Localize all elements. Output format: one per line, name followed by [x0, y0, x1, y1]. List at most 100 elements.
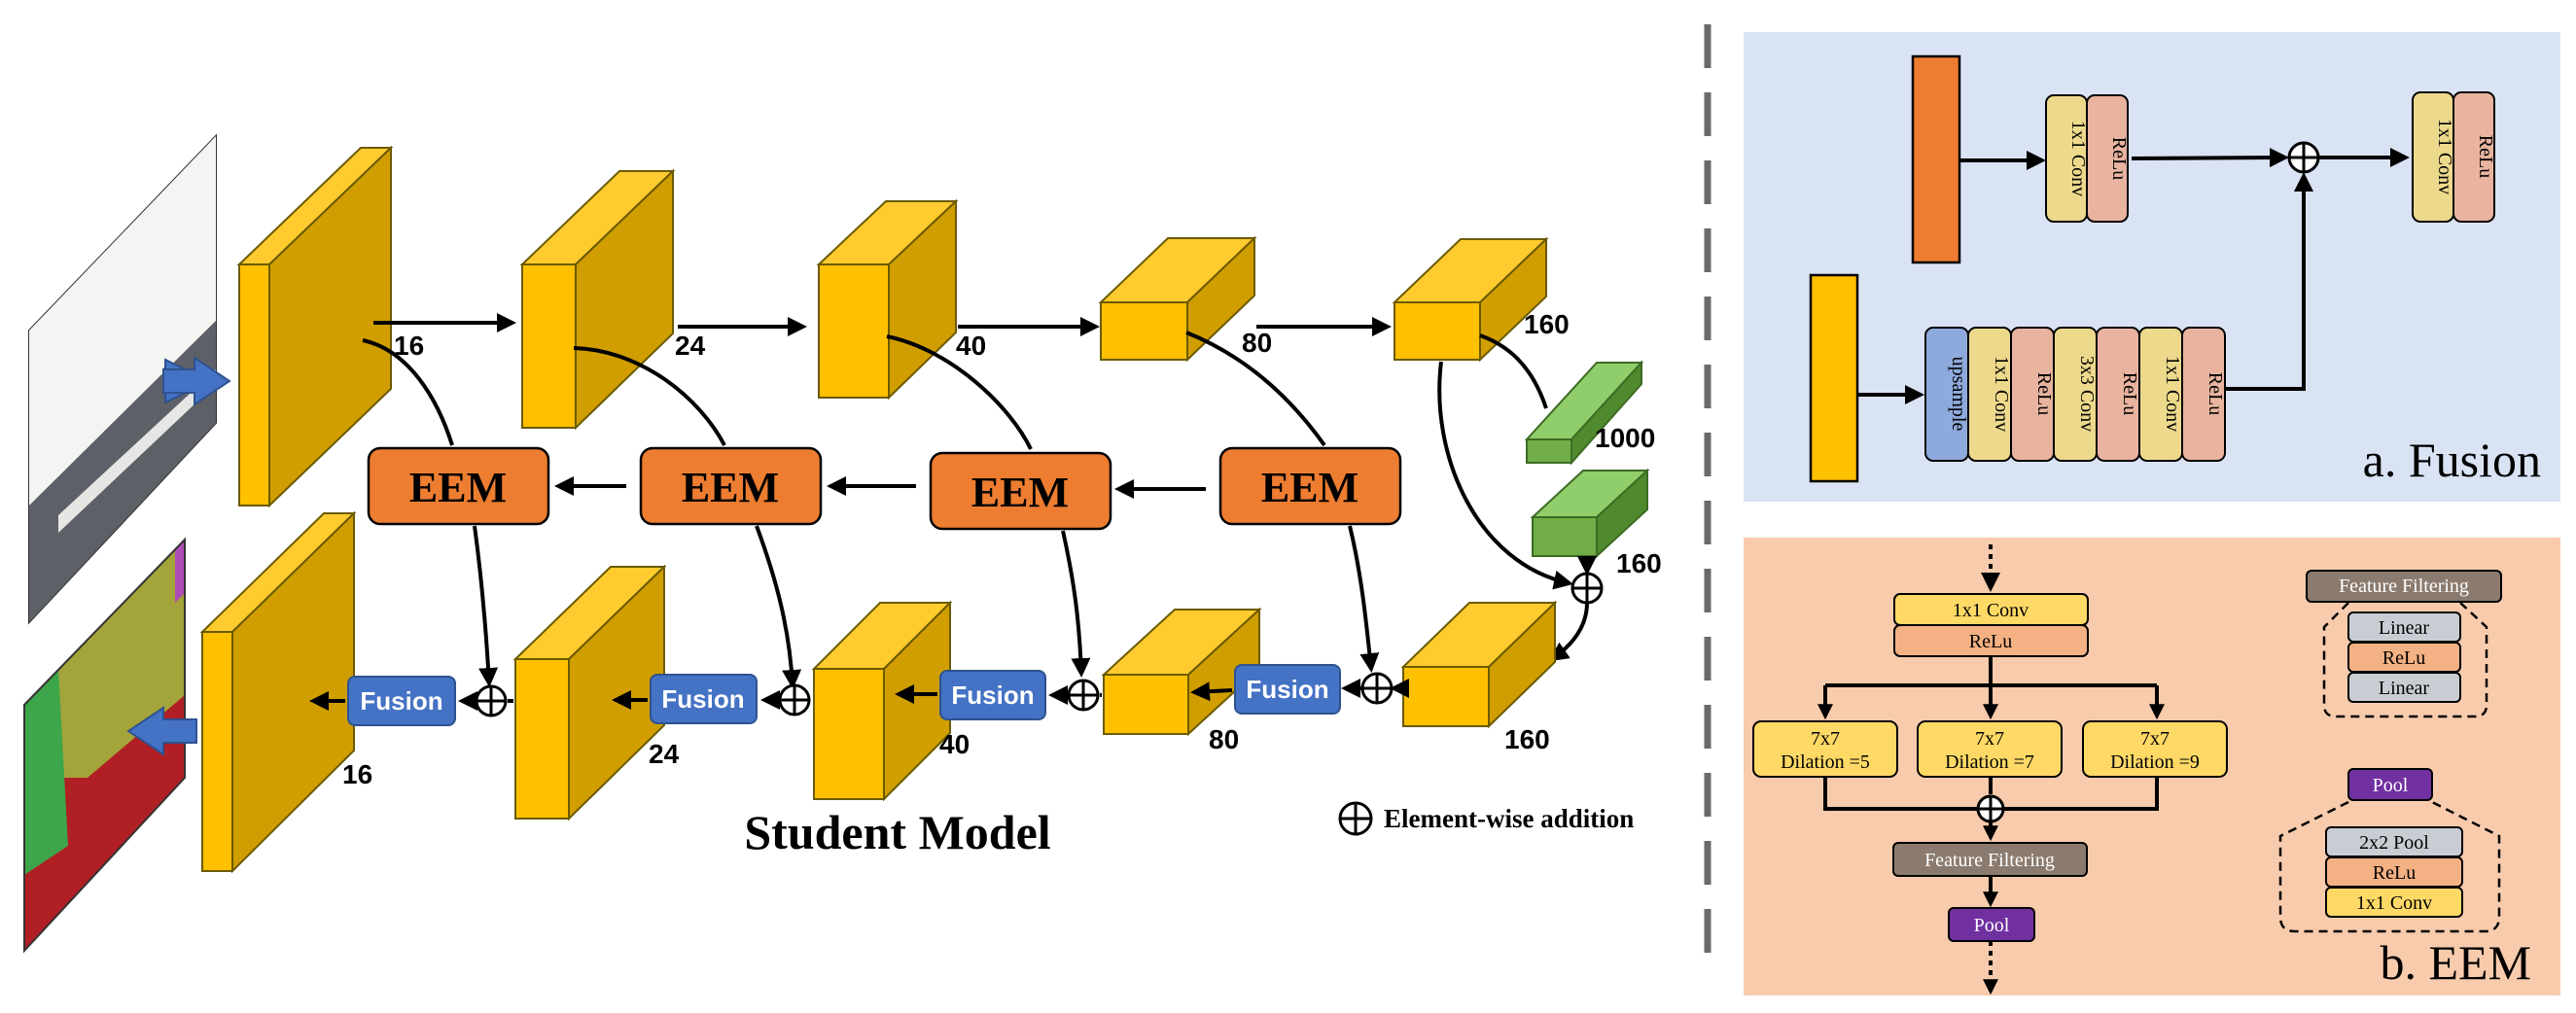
ff-detail-title: Feature Filtering: [2339, 576, 2469, 597]
encoder-block-2: [519, 168, 676, 431]
eem-block-4: EEM: [1218, 446, 1402, 526]
fusion-panel-title: a. Fusion: [2363, 433, 2541, 487]
eem-dilated-rate: Dilation =5: [1781, 751, 1870, 773]
addition-symbol: [778, 683, 811, 716]
addition-symbol: [1360, 672, 1394, 705]
classifier-channel-label: 1000: [1595, 423, 1655, 453]
eem-output-connection: [1348, 525, 1380, 673]
fusion-bottom-label: ReLu: [2205, 372, 2226, 415]
input-arrow: [162, 356, 231, 406]
eem-relu-label: ReLu: [1969, 631, 2012, 652]
decoder-block-4: [1101, 607, 1262, 737]
decoder-arrow: [1190, 681, 1233, 702]
encoder-block-4: [1098, 235, 1257, 363]
fusion-bottom-label: upsample: [1948, 357, 1969, 432]
fusion-bottom-label: 1x1 Conv: [2162, 356, 2183, 432]
ff-detail-title-box: [2306, 570, 2502, 603]
eem-block-2: EEM: [639, 446, 823, 526]
encoder-channel-label: 24: [675, 331, 706, 361]
decoder-channel-label: 24: [649, 739, 680, 769]
head-connection: [1479, 333, 1548, 409]
encoder-block-5: [1392, 236, 1549, 363]
pool-detail-title: Pool: [2373, 775, 2409, 796]
eem-dilated-rate: Dilation =9: [2110, 751, 2200, 773]
fusion-high-feature: [1911, 54, 1961, 264]
pool-detail-item: ReLu: [2373, 862, 2416, 884]
fusion-block-2: Fusion: [650, 674, 758, 724]
eem-dilated-rate: Dilation =7: [1945, 751, 2034, 773]
fusion-top-relu: [2086, 94, 2129, 223]
fusion-output-relu: [2452, 91, 2495, 223]
fusion-label: Fusion: [360, 686, 442, 716]
eem-label: EEM: [971, 469, 1069, 516]
fusion-label: Fusion: [1246, 675, 1328, 704]
addition-symbol: [1570, 572, 1604, 605]
classifier-channel-label: 160: [1616, 548, 1662, 578]
encoder-channel-label: 80: [1242, 328, 1272, 358]
eem-panel-title: b. EEM: [2380, 935, 2531, 990]
fusion-block-1: Fusion: [347, 676, 456, 726]
ff-detail-item: ReLu: [2382, 647, 2425, 669]
eem-block-1: EEM: [367, 446, 550, 526]
decoder-channel-label: 40: [939, 729, 970, 759]
eem-feature-filtering-label: Feature Filtering: [1924, 850, 2055, 871]
head-connection: [1437, 361, 1573, 590]
classifier-block: [1530, 468, 1650, 559]
pool-detail-title-box: [2347, 768, 2433, 801]
eem-output-connection: [1061, 530, 1091, 678]
fusion-output-label: 1x1 Conv: [2434, 119, 2455, 194]
eem-output-connection: [473, 525, 499, 687]
encoder-channel-label: 40: [956, 331, 986, 361]
eem-label: EEM: [682, 464, 779, 511]
decoder-channel-label: 80: [1209, 724, 1239, 754]
skip-connection: [886, 334, 1033, 450]
fusion-top-label: ReLu: [2108, 137, 2130, 180]
fusion-label: Fusion: [661, 684, 744, 714]
decoder-block-2: [512, 564, 667, 821]
output-arrow: [126, 706, 197, 756]
encoder-channel-label: 160: [1524, 309, 1570, 339]
decoder-block-5: [1400, 600, 1558, 729]
skip-connection: [573, 346, 726, 446]
skip-connection: [1185, 331, 1326, 447]
fusion-block-4: Fusion: [1234, 664, 1341, 715]
fusion-bottom-label: 3x3 Conv: [2076, 356, 2098, 432]
addition-symbol: [1067, 679, 1100, 712]
addition-legend-label: Element-wise addition: [1384, 804, 1634, 833]
fusion-bottom-layer: [2181, 327, 2226, 462]
fusion-label: Fusion: [951, 681, 1034, 710]
decoder-channel-label: 160: [1504, 724, 1550, 754]
encoder-block-1: [236, 145, 394, 508]
decoder-block-1: [199, 510, 357, 874]
fusion-bottom-label: 1x1 Conv: [1991, 356, 2012, 432]
fusion-low-feature: [1809, 273, 1859, 483]
skip-connection: [362, 338, 454, 446]
head-connection: [1548, 602, 1589, 662]
fusion-block-3: Fusion: [939, 670, 1046, 720]
decoder-block-3: [811, 600, 953, 802]
eem-block-3: EEM: [929, 451, 1112, 531]
eem-dilated-kernel: 7x7: [1811, 728, 1840, 750]
ff-detail-item: Linear: [2379, 617, 2430, 639]
pool-detail-item: 2x2 Pool: [2359, 832, 2429, 854]
fusion-bottom-label: ReLu: [2033, 372, 2055, 415]
classifier-bar: [1524, 360, 1644, 466]
eem-dilated-kernel: 7x7: [2140, 728, 2170, 750]
eem-label: EEM: [409, 464, 507, 511]
eem-label: EEM: [1261, 464, 1359, 511]
ff-detail-item: Linear: [2379, 678, 2430, 699]
addition-legend-symbol: [1338, 801, 1373, 836]
eem-conv-label: 1x1 Conv: [1953, 600, 2029, 621]
addition-symbol: [475, 684, 508, 717]
eem-pool-label: Pool: [1974, 915, 2010, 936]
fusion-panel: 1x1 Conv ReLu 1x1 Conv ReLu upsample 1x1…: [1744, 32, 2560, 502]
decoder-channel-label: 16: [342, 759, 372, 789]
diagram-title: Student Model: [744, 805, 1050, 859]
fusion-top-label: 1x1 Conv: [2067, 121, 2089, 196]
eem-dilated-kernel: 7x7: [1975, 728, 2004, 750]
fusion-bottom-label: ReLu: [2119, 372, 2140, 415]
eem-output-connection: [755, 525, 802, 689]
pool-detail-item: 1x1 Conv: [2356, 892, 2432, 914]
eem-panel: 1x1 Conv ReLu 7x7 Dilation =5 7x7 Dilati…: [1744, 538, 2560, 996]
